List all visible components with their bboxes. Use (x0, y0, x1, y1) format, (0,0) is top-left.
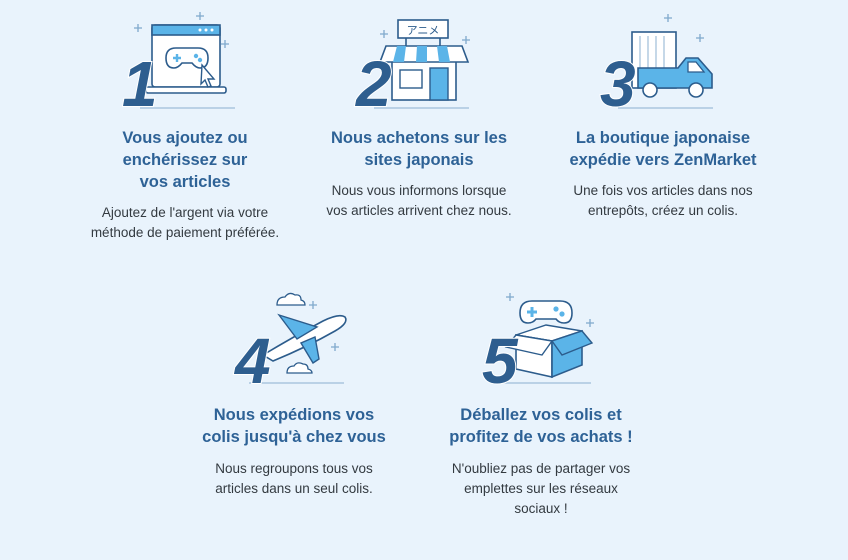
step-3-illustration: 3 (598, 10, 728, 120)
open-box-gamepad-icon (496, 293, 594, 384)
step-1-illustration: 1 (120, 10, 250, 120)
shop-sign-text: アニメ (407, 24, 440, 37)
shop-icon: アニメ (374, 19, 470, 109)
step-2-description: Nous vous informons lorsque vos articles… (326, 183, 512, 218)
step-4-title: Nous expédions vos colis jusqu'à chez vo… (202, 406, 386, 446)
laptop-gamepad-icon (134, 12, 235, 109)
step-1-title: Vous ajoutez ou enchérissez sur vos arti… (122, 129, 248, 191)
step-5-title: Déballez vos colis et profitez de vos ac… (449, 406, 633, 446)
step-4: 4 Nous expédions vos colis jusqu'à chez … (169, 285, 419, 515)
step-5: 5 Déballez vos colis et profitez de vos … (416, 285, 666, 535)
step-number-5: 5 (481, 325, 519, 397)
step-5-description: N'oubliez pas de partager vos emplettes … (451, 461, 631, 516)
step-1-description: Ajoutez de l'argent via votre méthode de… (90, 205, 280, 240)
delivery-truck-icon (618, 14, 713, 109)
step-number-2: 2 (355, 48, 393, 120)
step-number-4: 4 (234, 325, 272, 397)
step-2: アニメ 2 Nous achetons sur les sites japona… (294, 0, 544, 260)
step-4-illustration: 4 (229, 285, 359, 397)
step-5-illustration: 5 (476, 285, 606, 397)
step-3-title: La boutique japonaise expédie vers ZenMa… (569, 129, 757, 169)
step-number-1: 1 (121, 48, 159, 120)
step-2-illustration: アニメ 2 (354, 10, 484, 120)
step-number-3: 3 (599, 48, 637, 120)
step-1: 1 Vous ajoutez ou enchérissez sur vos ar… (60, 0, 310, 260)
airplane-icon (249, 292, 347, 384)
step-2-title: Nous achetons sur les sites japonais (330, 129, 508, 169)
step-3-description: Une fois vos articles dans nos entrepôts… (573, 183, 753, 218)
step-3: 3 La boutique japonaise expédie vers Zen… (538, 0, 788, 260)
step-4-description: Nous regroupons tous vos articles dans u… (215, 461, 373, 496)
